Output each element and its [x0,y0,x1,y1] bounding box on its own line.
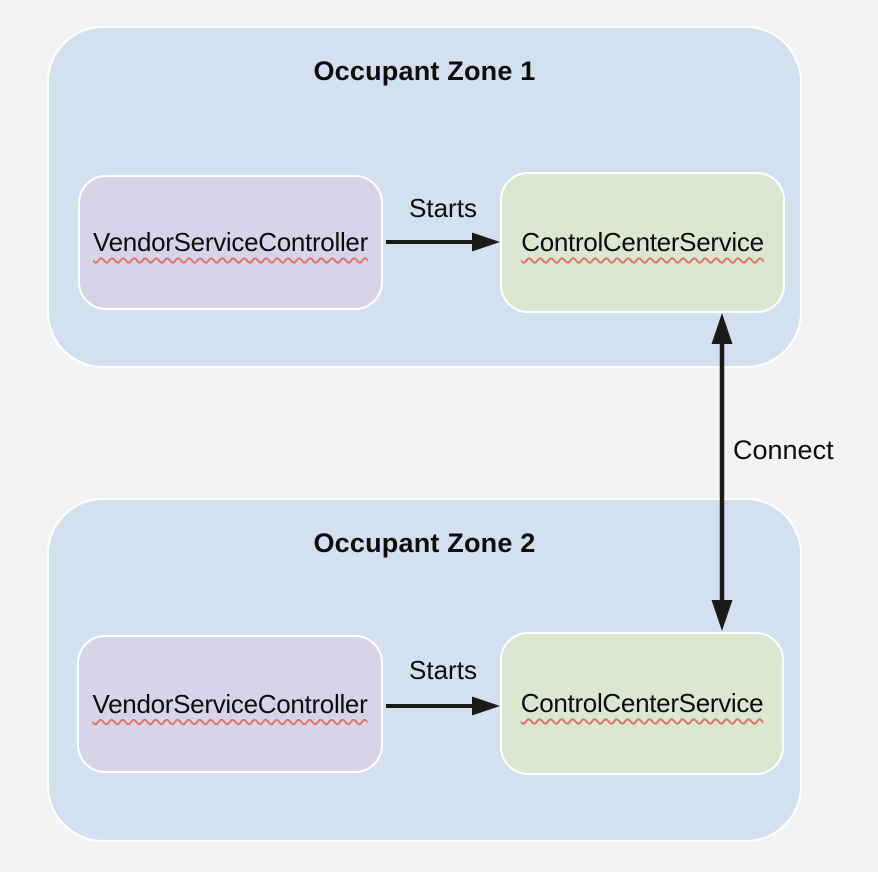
occupant-zone-1-title: Occupant Zone 1 [313,56,536,86]
control-center-service-zone1: ControlCenterService [500,172,785,313]
starts-label-zone1: Starts [409,193,477,223]
connect-label: Connect [733,435,834,465]
vendor-service-controller-zone1: VendorServiceController [78,175,383,310]
vendor-service-controller-zone1-label: VendorServiceController [93,227,368,257]
control-center-service-zone1-label: ControlCenterService [521,227,764,257]
vendor-service-controller-zone2-label: VendorServiceController [92,688,368,719]
occupant-zone-2-title: Occupant Zone 2 [313,528,536,558]
starts-arrow-zone1 [386,232,500,252]
control-center-service-zone2-label: ControlCenterService [520,688,764,718]
connect-arrow [711,313,733,631]
control-center-service-zone2: ControlCenterService [500,632,784,775]
starts-arrow-zone2 [386,696,500,716]
vendor-service-controller-zone2: VendorServiceController [77,635,383,773]
starts-label-zone2: Starts [409,655,477,685]
